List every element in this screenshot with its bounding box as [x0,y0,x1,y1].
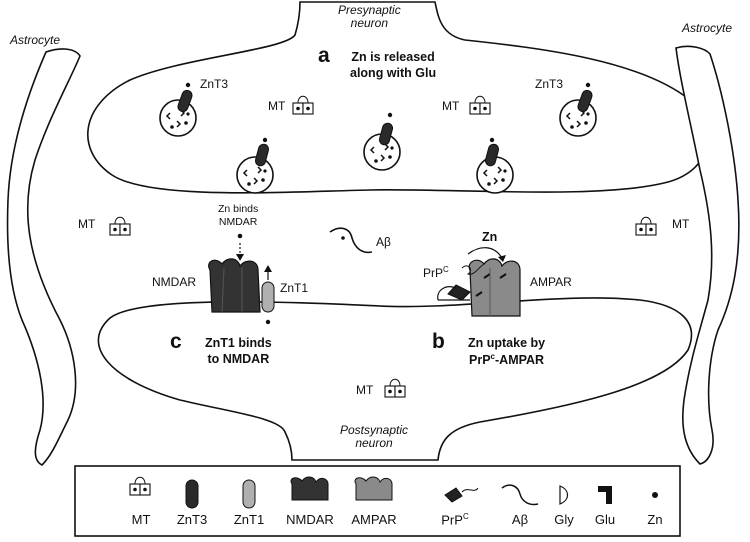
legend-label-gly: Gly [554,512,574,527]
zn-label: Zn [482,230,498,244]
legend-prpc-sup: C [462,512,469,521]
nmdar-label: NMDAR [152,275,196,289]
panel-b-letter: b [432,330,445,353]
presynaptic-neuron-outline [87,1,709,194]
panel-b-ampar: -AMPAR [495,352,545,367]
panel-b-prp: PrP [469,352,491,367]
legend-label-zn: Zn [647,512,663,527]
astrocyte-right-label: Astrocyte [682,21,733,35]
legend-znt3-icon [185,479,199,509]
ampar-receptor [468,258,521,317]
legend-label-glu: Glu [594,512,616,527]
panel-b-sup: c [490,351,495,361]
panel-c-title: ZnT1 binds to NMDAR [205,336,272,367]
prpc-base: PrP [423,266,444,280]
panel-c-line1: ZnT1 binds [205,336,272,350]
panel-a-title: Zn is released along with Glu [350,50,436,81]
astrocyte-right-outline [675,45,740,465]
zn-binds-line2: NMDAR [218,215,258,228]
prpc-protein [437,263,485,301]
postsynaptic-label: Postsynaptic neuron [340,423,409,451]
astrocyte-left-label: Astrocyte [10,33,61,47]
mt-left-label: MT [78,217,96,231]
panel-c-line2: to NMDAR [207,351,270,366]
legend-box [74,465,681,537]
legend-prpc-icon [444,487,479,503]
legend-label-abeta: Aβ [511,512,529,527]
legend-label-mt: MT [131,512,151,527]
zn-dot [265,319,271,325]
zn-dot [585,82,591,88]
znt3-left-label: ZnT3 [200,77,229,91]
legend-ampar-icon [354,476,393,501]
legend-nmdar-icon [290,476,329,501]
legend-label-prpc: PrPC [432,512,478,527]
legend-prpc-base: PrP [441,512,463,528]
legend-glu-icon [598,486,612,504]
panel-b-line2: PrPc-AMPAR [468,352,545,369]
legend-gly-icon [559,485,569,505]
ampar-label: AMPAR [530,275,572,289]
znt1-label: ZnT1 [280,281,309,295]
astrocyte-left-outline [6,48,81,466]
legend-label-nmdar: NMDAR [286,512,334,527]
mt-right-glyph [635,216,657,236]
zn-dot [237,233,243,239]
legend-label-ampar: AMPAR [351,512,397,527]
panel-a-line2: along with Glu [350,65,437,80]
abeta-peptide [329,227,373,254]
legend-znt1-icon [242,479,256,509]
vesicle-fusing-left [236,156,274,194]
mt-pre-right-label: MT [442,99,460,113]
nmdar-receptor [208,258,261,313]
abeta-label: Aβ [376,235,391,249]
zn-dot [489,137,495,143]
presynaptic-label: Presynaptic neuron [338,3,401,31]
legend-zn-icon [652,492,658,498]
prpc-label: PrPC [423,265,449,280]
znt1-transporter [261,281,275,313]
znt3-right-label: ZnT3 [535,77,564,91]
legend-label-znt1: ZnT1 [233,512,265,527]
zn-binds-line1: Zn binds [218,203,259,215]
mt-left-glyph [109,216,131,236]
panel-b-line1: Zn uptake by [468,336,546,350]
legend-abeta-icon [501,484,539,506]
zn-dot [262,137,268,143]
mt-right-label: MT [672,217,690,231]
panel-c-letter: c [170,330,182,353]
zn-binds-label: Zn binds NMDAR [218,203,258,228]
mt-post-label: MT [356,383,374,397]
zn-uptake-arrow [467,247,503,259]
legend-label-znt3: ZnT3 [176,512,208,527]
mt-pre-left-label: MT [268,99,286,113]
panel-a-letter: a [318,44,330,67]
prpc-sup: C [443,265,449,274]
panel-a-line1: Zn is released [351,50,435,64]
panel-b-title: Zn uptake by PrPc-AMPAR [468,336,545,368]
zn-dot [185,82,191,88]
zn-dot [387,112,393,118]
